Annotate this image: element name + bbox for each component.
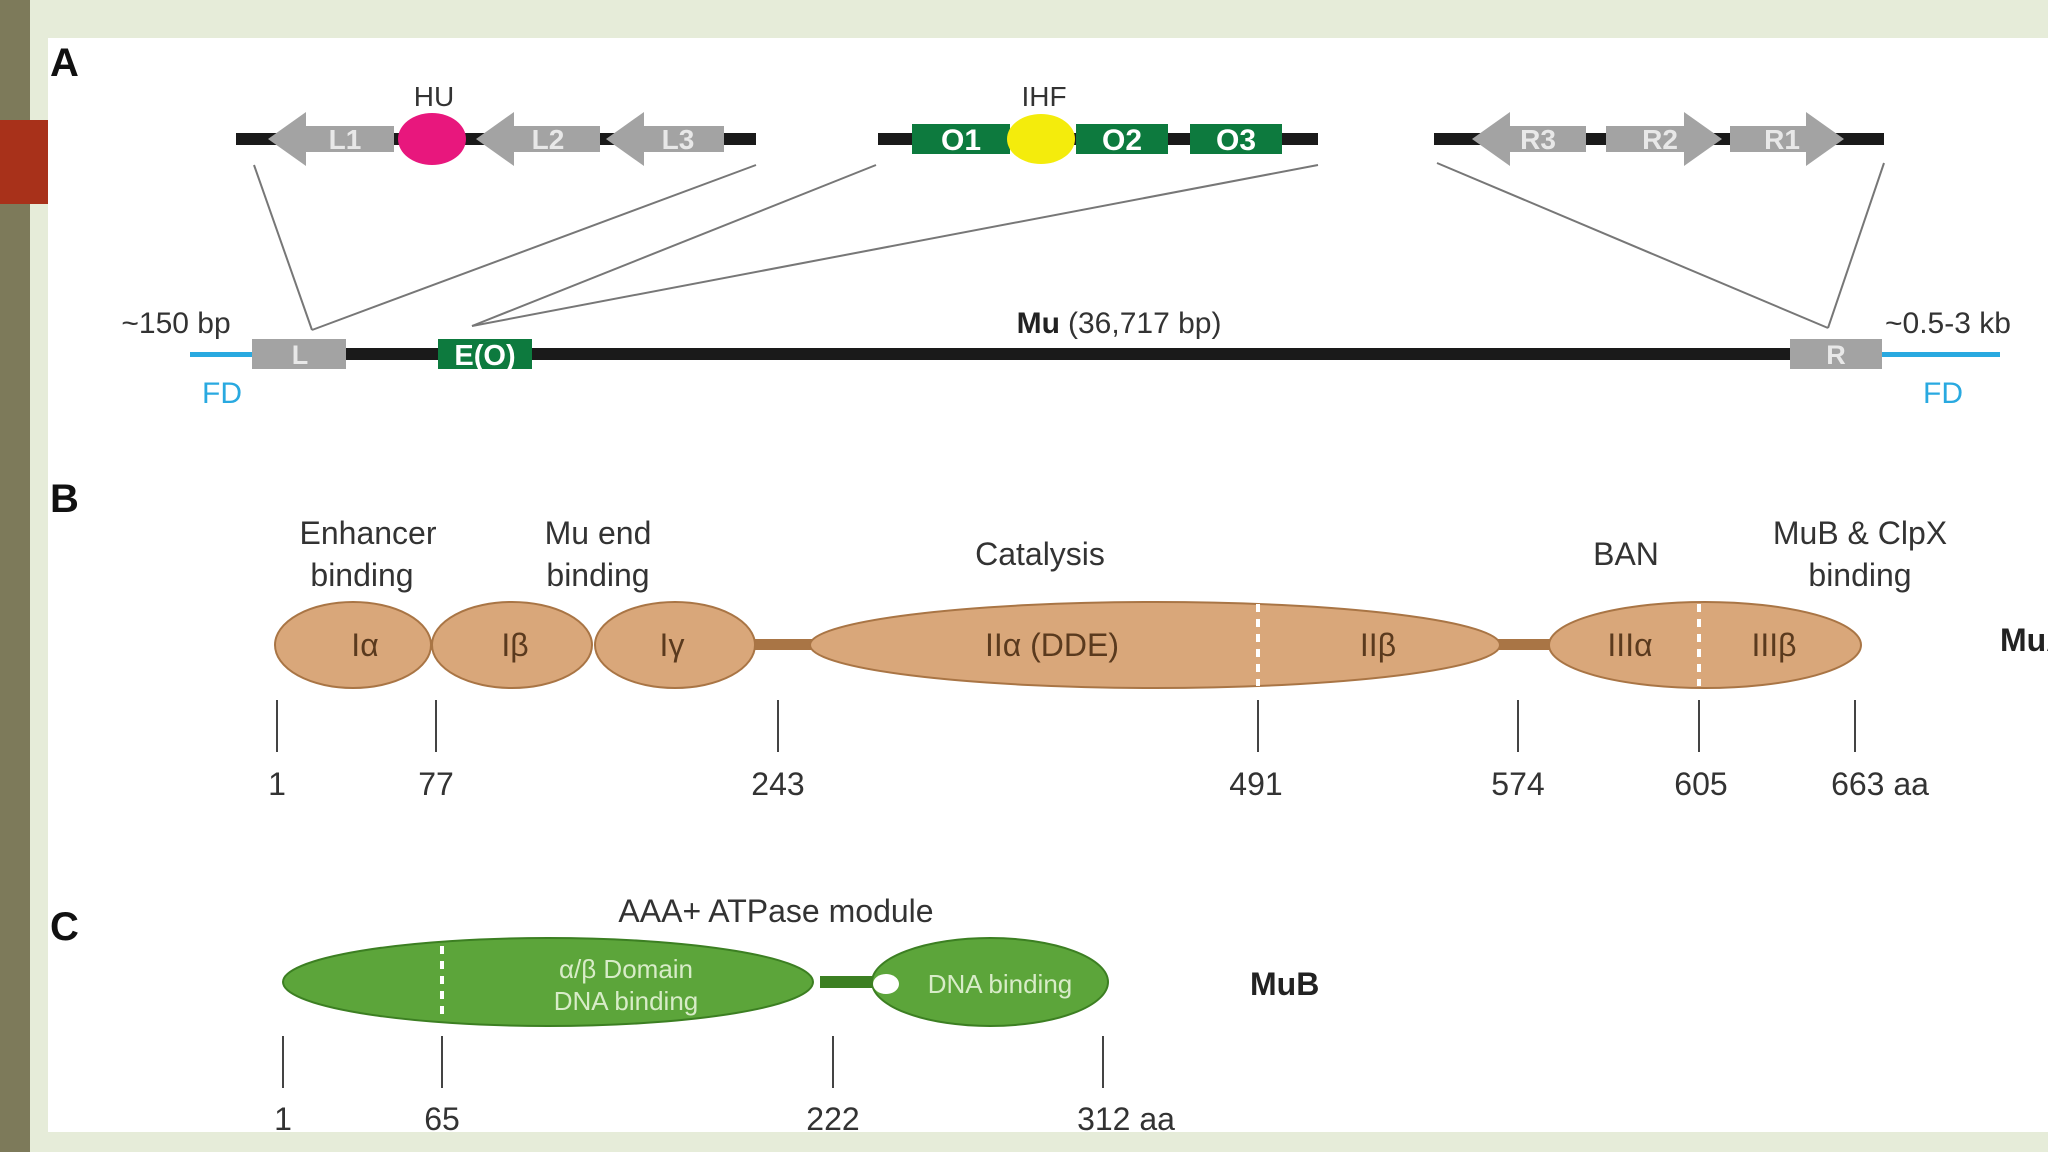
right-end-box: [1790, 339, 1882, 369]
panel-c-letter: C: [50, 905, 79, 949]
panel-a-letter: A: [50, 41, 79, 85]
mua-tick-labels: 1 77 243 491 574 605 663 aa: [268, 766, 1929, 802]
mua-tick-label: 77: [418, 766, 454, 802]
muend-binding-label-1: Mu end: [545, 515, 652, 551]
mu-genome: L E(O) R ~150 bp ~0.5-3 kb Mu (36,717 bp…: [121, 307, 2011, 410]
left-flank-size: ~150 bp: [121, 307, 230, 340]
site-r1-arrow: [1730, 112, 1844, 166]
mub-tick-label: 1: [274, 1101, 292, 1132]
mub-protein: α/β Domain DNA binding DNA binding: [282, 937, 1109, 1027]
mua-domain-labels: Iα Iβ Iγ IIα (DDE) IIβ IIIα IIIβ: [351, 627, 1796, 663]
mub-clpx-binding-label-1: MuB & ClpX: [1773, 515, 1947, 551]
domain-ib-label: Iβ: [501, 627, 528, 663]
site-o3-box: [1190, 124, 1282, 154]
enhancer-label: E(O): [454, 340, 515, 372]
mub-dna-binding-label: DNA binding: [928, 969, 1073, 999]
left-end-sites: L1 L2 L3 HU: [236, 81, 756, 166]
ihf-label: IHF: [1021, 81, 1066, 112]
hu-label: HU: [414, 81, 454, 112]
site-o2-label: O2: [1102, 124, 1142, 157]
domain-ig: [594, 601, 756, 689]
mua-tick-label: 491: [1229, 766, 1282, 802]
domain-iia-label: IIα (DDE): [985, 627, 1119, 663]
site-l2-label: L2: [532, 124, 565, 155]
mub-tick-label: 222: [806, 1101, 859, 1132]
hu-protein: [398, 113, 466, 165]
mu-dna-line: [252, 348, 1882, 360]
mub-dna-binding-domain: [871, 937, 1109, 1027]
zoom-lines: [253, 162, 1885, 331]
fd-right-label: FD: [1923, 377, 1963, 410]
mub-ab-domain: [282, 937, 814, 1027]
mua-protein: [274, 601, 1862, 689]
domain-ia-label: Iα: [351, 627, 378, 663]
mub-protein-label: MuB: [1250, 966, 1319, 1002]
catalysis-label: Catalysis: [975, 536, 1105, 572]
site-r3-label: R3: [1520, 124, 1556, 155]
slide-accent-tab: [0, 120, 50, 204]
domain-diagram: A L1 L2 L3 HU O1 O2 O3 IHF: [50, 41, 2048, 1132]
left-flank-dna: [190, 352, 254, 357]
site-r1-label: R1: [1764, 124, 1800, 155]
site-o3-label: O3: [1216, 124, 1256, 157]
mua-tick-label: 605: [1674, 766, 1727, 802]
site-r3-arrow: [1472, 112, 1586, 166]
site-l1-label: L1: [329, 124, 362, 155]
mua-tick-label: 663 aa: [1831, 766, 1929, 802]
aaa-atpase-module-label: AAA+ ATPase module: [618, 893, 933, 929]
site-r2-arrow: [1606, 112, 1722, 166]
ihf-protein: [1007, 114, 1075, 164]
right-flank-dna: [1880, 352, 2000, 357]
mua-tick-label: 243: [751, 766, 804, 802]
figure-panel: A L1 L2 L3 HU O1 O2 O3 IHF: [48, 38, 2048, 1132]
site-o1-box: [912, 124, 1010, 154]
genome-name: Mu: [1017, 307, 1060, 340]
left-end-box: [252, 339, 346, 369]
site-l3-arrow: [606, 112, 724, 166]
mua-linker-2: [1490, 639, 1552, 650]
site-l1-arrow: [268, 112, 394, 166]
mua-tick-label: 574: [1491, 766, 1544, 802]
panel-b-letter: B: [50, 477, 79, 521]
enhancer-sites: O1 O2 O3 IHF: [878, 81, 1318, 164]
mua-protein-label: MuA: [2000, 622, 2048, 658]
enhancer-box: [438, 339, 532, 369]
right-flank-size: ~0.5-3 kb: [1885, 307, 2011, 340]
site-r2-label: R2: [1642, 124, 1678, 155]
muend-binding-label-2: binding: [546, 557, 649, 593]
site-l3-label: L3: [662, 124, 695, 155]
mub-domain-label-1: α/β Domain: [559, 954, 693, 984]
domain-iiib-label: IIIβ: [1751, 627, 1796, 663]
right-end-label: R: [1826, 340, 1846, 370]
left-end-label: L: [292, 340, 309, 370]
ban-label: BAN: [1593, 536, 1659, 572]
mua-region-labels: Enhancer binding Mu end binding Catalysi…: [300, 515, 1948, 593]
mub-tick-label: 312 aa: [1077, 1101, 1175, 1132]
enhancer-binding-label-1: Enhancer: [300, 515, 437, 551]
mua-ticks: [276, 700, 1856, 752]
site-l2-arrow: [476, 112, 600, 166]
mub-domain-label-2: DNA binding: [554, 986, 699, 1016]
domain-ii: [809, 601, 1501, 689]
mua-linker-1: [740, 639, 820, 650]
genome-size: (36,717 bp): [1068, 307, 1221, 340]
domain-ib: [431, 601, 593, 689]
domain-iii: [1548, 601, 1862, 689]
right-end-sites: R3 R2 R1: [1434, 112, 1884, 166]
mub-ticks: [282, 1036, 1104, 1088]
mub-tick-label: 65: [424, 1101, 460, 1132]
mua-tick-label: 1: [268, 766, 286, 802]
domain-iiia-label: IIIα: [1607, 627, 1652, 663]
domain-iib-label: IIβ: [1360, 627, 1396, 663]
site-o2-box: [1076, 124, 1168, 154]
mub-tick-labels: 1 65 222 312 aa: [274, 1101, 1175, 1132]
fd-left-label: FD: [202, 377, 242, 410]
enhancer-binding-label-2: binding: [310, 557, 413, 593]
dna-binding-motif-icon: [873, 974, 899, 994]
domain-ig-label: Iγ: [660, 627, 685, 663]
site-o1-label: O1: [941, 124, 981, 157]
mub-linker: [820, 976, 876, 988]
mub-clpx-binding-label-2: binding: [1808, 557, 1911, 593]
